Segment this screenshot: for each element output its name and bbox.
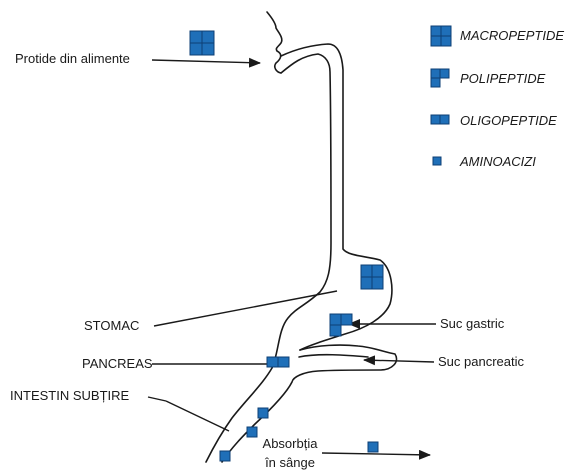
- absorption-arrow: [321, 449, 431, 460]
- label-absorption-line1: Absorbția: [262, 436, 318, 451]
- label-small-intestine: INTESTIN SUBȚIRE: [10, 388, 130, 403]
- label-pancreas: PANCREAS: [82, 356, 153, 371]
- intestine-leader-2: [165, 400, 230, 432]
- aminoacid-icon: [246, 426, 258, 438]
- label-pancreatic-juice: Suc pancreatic: [438, 354, 524, 369]
- legend-label-oligopeptide: OLIGOPEPTIDE: [460, 113, 557, 128]
- macropeptide-icon: [430, 25, 452, 47]
- label-stomach: STOMAC: [84, 318, 140, 333]
- legend-label-polipeptide: POLIPEPTIDE: [460, 71, 546, 86]
- esophagus-left-wall: [205, 53, 332, 463]
- connectors: [147, 57, 436, 460]
- intake-arrow: [151, 57, 261, 68]
- head-profile: [266, 11, 283, 74]
- pancreas-outline: [221, 344, 398, 463]
- legend-icons: [430, 25, 452, 166]
- legend-label-aminoacizi: AMINOACIZI: [460, 154, 536, 169]
- peptide-blocks: [189, 30, 384, 462]
- legend-label-macropeptide: MACROPEPTIDE: [460, 28, 565, 43]
- polipeptide-icon: [430, 68, 450, 88]
- pancreatic-duct: [298, 353, 369, 358]
- oligopeptide-icon: [266, 356, 290, 368]
- label-absorption-line2: în sânge: [265, 455, 315, 470]
- pancreatic-juice-arrow: [363, 355, 435, 366]
- macropeptide-icon: [189, 30, 215, 56]
- aminoacid-icon: [219, 450, 231, 462]
- oligopeptide-icon: [430, 114, 450, 125]
- aminoacid-icon: [257, 407, 269, 419]
- aminoacid-icon: [432, 156, 442, 166]
- macropeptide-icon: [360, 264, 384, 290]
- digestive-tract: [205, 11, 398, 463]
- aminoacid-icon: [367, 441, 379, 453]
- stomach-leader: [153, 290, 338, 327]
- intestine-leader: [147, 396, 167, 402]
- esophagus-right-wall: [280, 43, 393, 351]
- label-gastric-juice: Suc gastric: [440, 316, 505, 331]
- polipeptide-icon: [329, 313, 353, 337]
- label-intake: Protide din alimente: [15, 51, 130, 66]
